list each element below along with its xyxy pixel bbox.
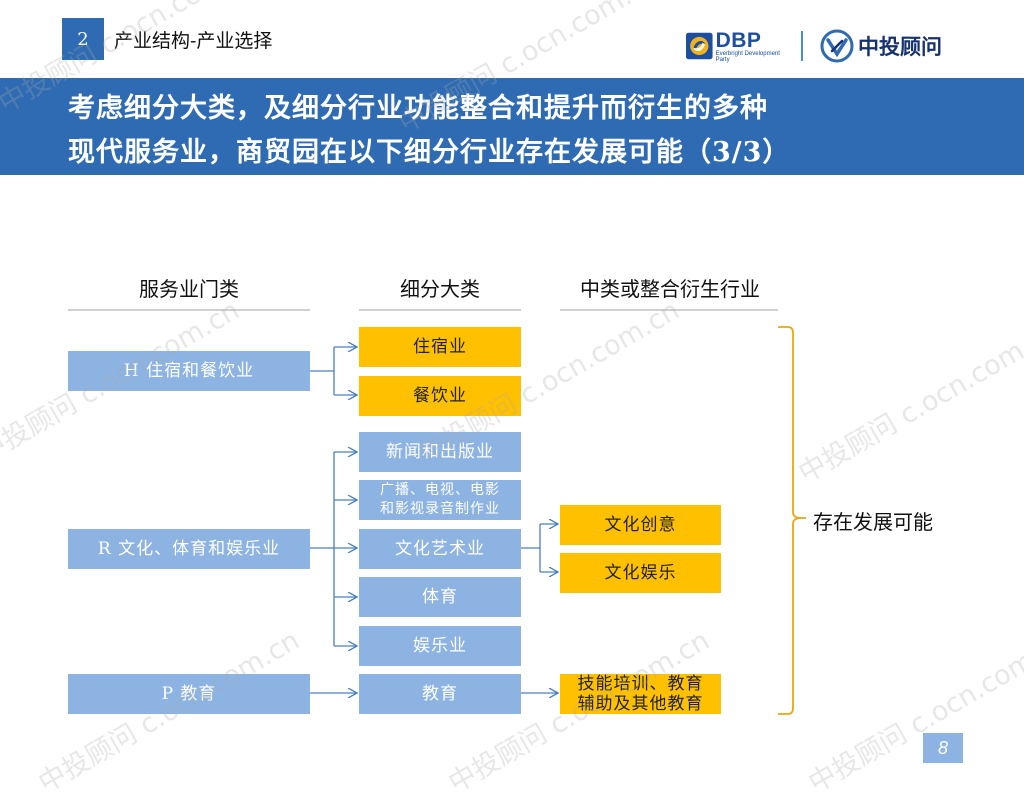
- subclass-box-education: 教育: [359, 674, 521, 714]
- right-brace: [778, 326, 802, 715]
- subclass-box-culture-art: 文化艺术业: [359, 529, 521, 569]
- subclass-label-education: 教育: [422, 684, 458, 704]
- column-header-derived: 中类或整合衍生行业: [580, 277, 760, 301]
- derived-box-skills-training: 技能培训、教育 辅助及其他教育: [560, 674, 721, 714]
- derived-label-skills-line2: 辅助及其他教育: [577, 694, 704, 714]
- page-number: 8: [923, 733, 963, 763]
- column-rule-category: [68, 309, 310, 311]
- section-number: 2: [62, 18, 104, 60]
- subclass-label-accommodation: 住宿业: [413, 337, 467, 357]
- subclass-label-sports: 体育: [422, 587, 458, 607]
- column-header-subclass: 细分大类: [400, 277, 480, 301]
- subclass-label-entertainment: 娱乐业: [413, 636, 467, 656]
- column-rule-derived: [560, 309, 778, 311]
- column-rule-subclass: [359, 309, 521, 311]
- derived-box-cultural-entertainment: 文化娱乐: [560, 553, 721, 593]
- subclass-label-broadcast-line1: 广播、电视、电影: [380, 482, 500, 498]
- derived-label-cultural-creative: 文化创意: [604, 515, 677, 535]
- dbp-logo-text: DBP: [715, 28, 762, 52]
- subclass-box-broadcast: 广播、电视、电影 和影视录音制作业: [359, 480, 521, 520]
- zhongtou-logo-text: 中投顾问: [858, 35, 942, 59]
- dbp-logo-icon: [686, 32, 713, 60]
- subclass-box-catering: 餐饮业: [359, 376, 521, 416]
- column-header-category: 服务业门类: [139, 277, 239, 301]
- category-label-r: R 文化、体育和娱乐业: [97, 539, 281, 559]
- slide-title-line-2: 现代服务业，商贸园在以下细分行业存在发展可能（3/3）: [68, 137, 791, 168]
- derived-label-skills-line1: 技能培训、教育: [577, 674, 704, 694]
- subclass-box-entertainment: 娱乐业: [359, 626, 521, 666]
- subclass-label-culture-art: 文化艺术业: [395, 539, 485, 559]
- logo-divider: [801, 31, 803, 61]
- slide-title-banner: 考虑细分大类，及细分行业功能整合和提升而衍生的多种 现代服务业，商贸园在以下细分…: [0, 78, 1024, 175]
- subclass-box-news-publishing: 新闻和出版业: [359, 432, 521, 472]
- category-label-p: P 教育: [161, 684, 217, 704]
- dbp-logo-subtext: Everbright Development Party: [715, 50, 780, 63]
- subclass-box-sports: 体育: [359, 577, 521, 617]
- category-box-p: P 教育: [68, 674, 310, 714]
- slide-title-line-1: 考虑细分大类，及细分行业功能整合和提升而衍生的多种: [68, 93, 768, 124]
- subclass-label-catering: 餐饮业: [413, 386, 467, 406]
- development-potential-label: 存在发展可能: [813, 510, 933, 534]
- section-title: 产业结构-产业选择: [114, 30, 273, 52]
- connector-diagram: [310, 326, 806, 715]
- zhongtou-logo-icon: [820, 29, 854, 63]
- derived-box-cultural-creative: 文化创意: [560, 505, 721, 545]
- subclass-label-news-publishing: 新闻和出版业: [386, 442, 494, 462]
- category-label-h: H 住宿和餐饮业: [123, 361, 255, 381]
- subclass-label-broadcast-line2: 和影视录音制作业: [380, 501, 500, 517]
- zhongtou-logo: 中投顾问: [820, 28, 942, 64]
- dbp-logo: DBP Everbright Development Party: [686, 29, 782, 63]
- category-box-h: H 住宿和餐饮业: [68, 351, 310, 391]
- category-box-r: R 文化、体育和娱乐业: [68, 529, 310, 569]
- subclass-box-accommodation: 住宿业: [359, 327, 521, 367]
- derived-label-cultural-entertainment: 文化娱乐: [604, 563, 677, 583]
